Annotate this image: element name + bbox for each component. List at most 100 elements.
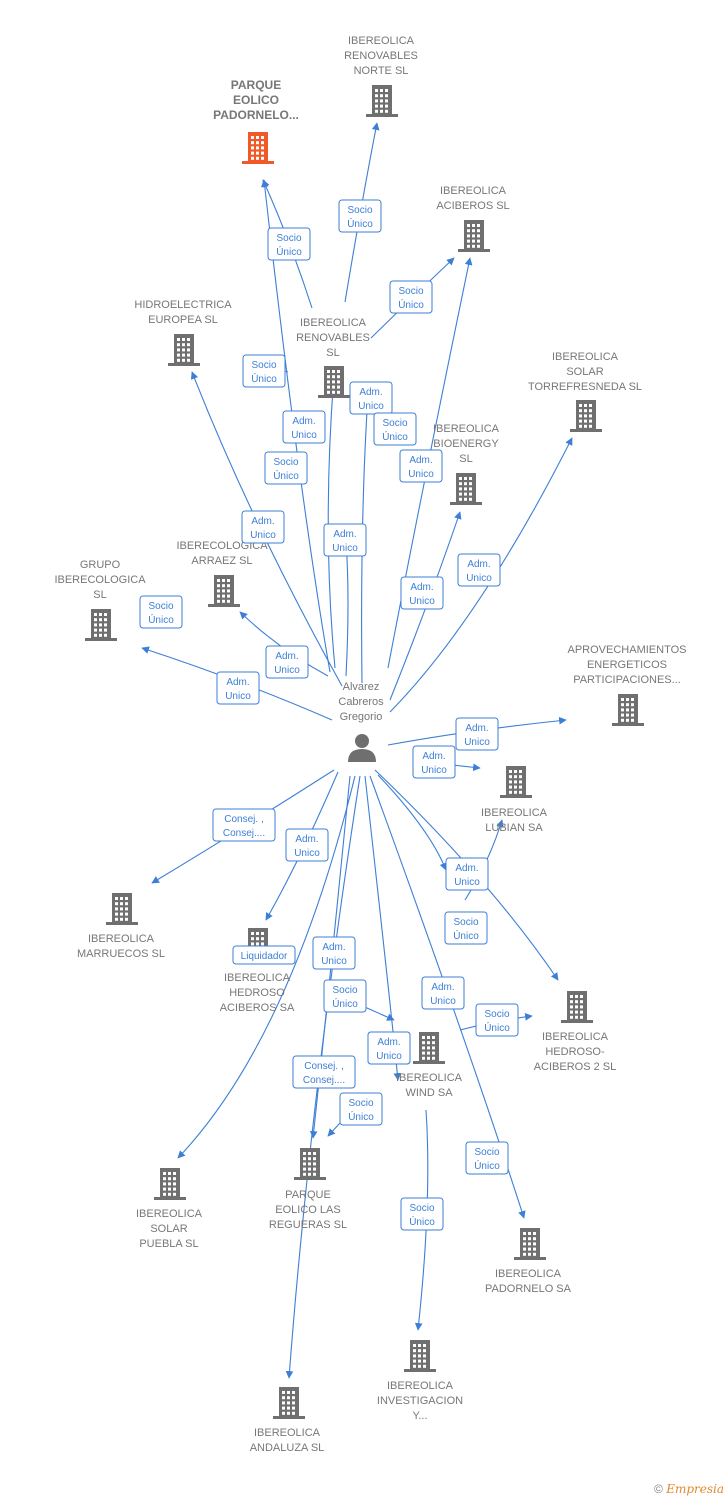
edge-label-e19[interactable]: Consej. ,Consej....: [212, 808, 276, 842]
edge-label-e21[interactable]: Adm.Unico: [445, 857, 489, 891]
company-node-puebla[interactable]: IBEREOLICA SOLAR PUEBLA SL: [136, 1168, 203, 1250]
edge-label-line: Socio: [348, 1098, 373, 1109]
edge-label-e16[interactable]: Adm.Unico: [216, 671, 260, 705]
edge-label-e5[interactable]: Adm.Unico: [349, 381, 393, 415]
edge-label-e18[interactable]: Adm.Unico: [412, 745, 456, 779]
company-label-line: IBEREOLICA: [387, 1380, 454, 1392]
edge-label-line: Adm.: [409, 455, 432, 466]
edge-label-line: Adm.: [251, 516, 274, 527]
edge-label-e23[interactable]: Adm.Unico: [312, 936, 356, 970]
edge-label-e15[interactable]: Adm.Unico: [265, 645, 309, 679]
edge-label-e7[interactable]: Adm.Unico: [282, 410, 326, 444]
edge-label-line: Adm.: [465, 723, 488, 734]
company-label-line: SOLAR: [150, 1223, 187, 1235]
edge-label-line: Adm.: [275, 651, 298, 662]
edge-label-line: Socio: [347, 205, 372, 216]
edge-label-box: [339, 1092, 383, 1126]
edge-label-box: [232, 945, 296, 965]
company-label-line: IBEREOLICA: [440, 185, 507, 197]
company-label-line: HEDROSO: [229, 987, 285, 999]
company-label-line: PARQUE: [285, 1189, 331, 1201]
edge-label-e12[interactable]: Adm.Unico: [400, 576, 444, 610]
edge-label-text: Adm.Unico: [454, 863, 480, 888]
edge-label-e29[interactable]: Consej. ,Consej....: [292, 1055, 356, 1089]
footer-brand[interactable]: © Empresia: [654, 1482, 724, 1496]
edge-7: [327, 374, 338, 669]
edge-label-e8[interactable]: Adm.Unico: [399, 449, 443, 483]
edge-label-box: [265, 645, 309, 679]
edge-label-box: [216, 671, 260, 705]
edge-label-line: Unico: [421, 765, 447, 776]
edge-label-e20[interactable]: Adm.Unico: [285, 828, 329, 862]
company-label-line: IBERECOLOGICA: [54, 574, 146, 586]
edge-label-text: Adm.Unico: [294, 834, 320, 859]
edge-label-line: Único: [474, 1159, 500, 1172]
building-icon: [612, 694, 644, 726]
person-label-line: Alvarez: [343, 681, 380, 693]
building-icon: [85, 609, 117, 641]
edge-label-text: Adm.Unico: [466, 559, 492, 584]
edge-label-e26[interactable]: Adm.Unico: [421, 976, 465, 1010]
edge-label-box: [267, 227, 311, 261]
edge-label-e22[interactable]: Liquidador: [232, 945, 296, 965]
edge-label-e13[interactable]: Adm.Unico: [457, 553, 501, 587]
edge-label-line: Único: [251, 372, 277, 385]
company-label-line: REGUERAS SL: [269, 1219, 347, 1231]
company-label-line: IBEREOLICA: [136, 1208, 203, 1220]
edge-label-line: Consej....: [223, 828, 265, 839]
company-label-line: RENOVABLES: [296, 332, 370, 344]
edge-label-line: Unico: [291, 430, 317, 441]
building-icon: [366, 85, 398, 117]
edge-label-e11[interactable]: Adm.Unico: [241, 510, 285, 544]
edge-label-line: Unico: [409, 596, 435, 607]
edge-label-e33[interactable]: Adm.Unico: [367, 1031, 411, 1065]
edge-label-e17[interactable]: Adm.Unico: [455, 717, 499, 751]
company-label-line: LUBIAN SA: [485, 822, 543, 834]
edge-label-e10[interactable]: Adm.Unico: [323, 523, 367, 557]
building-icon: [500, 766, 532, 798]
company-label-line: HEDROSO-: [545, 1046, 605, 1058]
company-label-line: SL: [326, 347, 339, 359]
edge-label-line: Socio: [251, 360, 276, 371]
company-label-line: PUEBLA SL: [139, 1238, 198, 1250]
